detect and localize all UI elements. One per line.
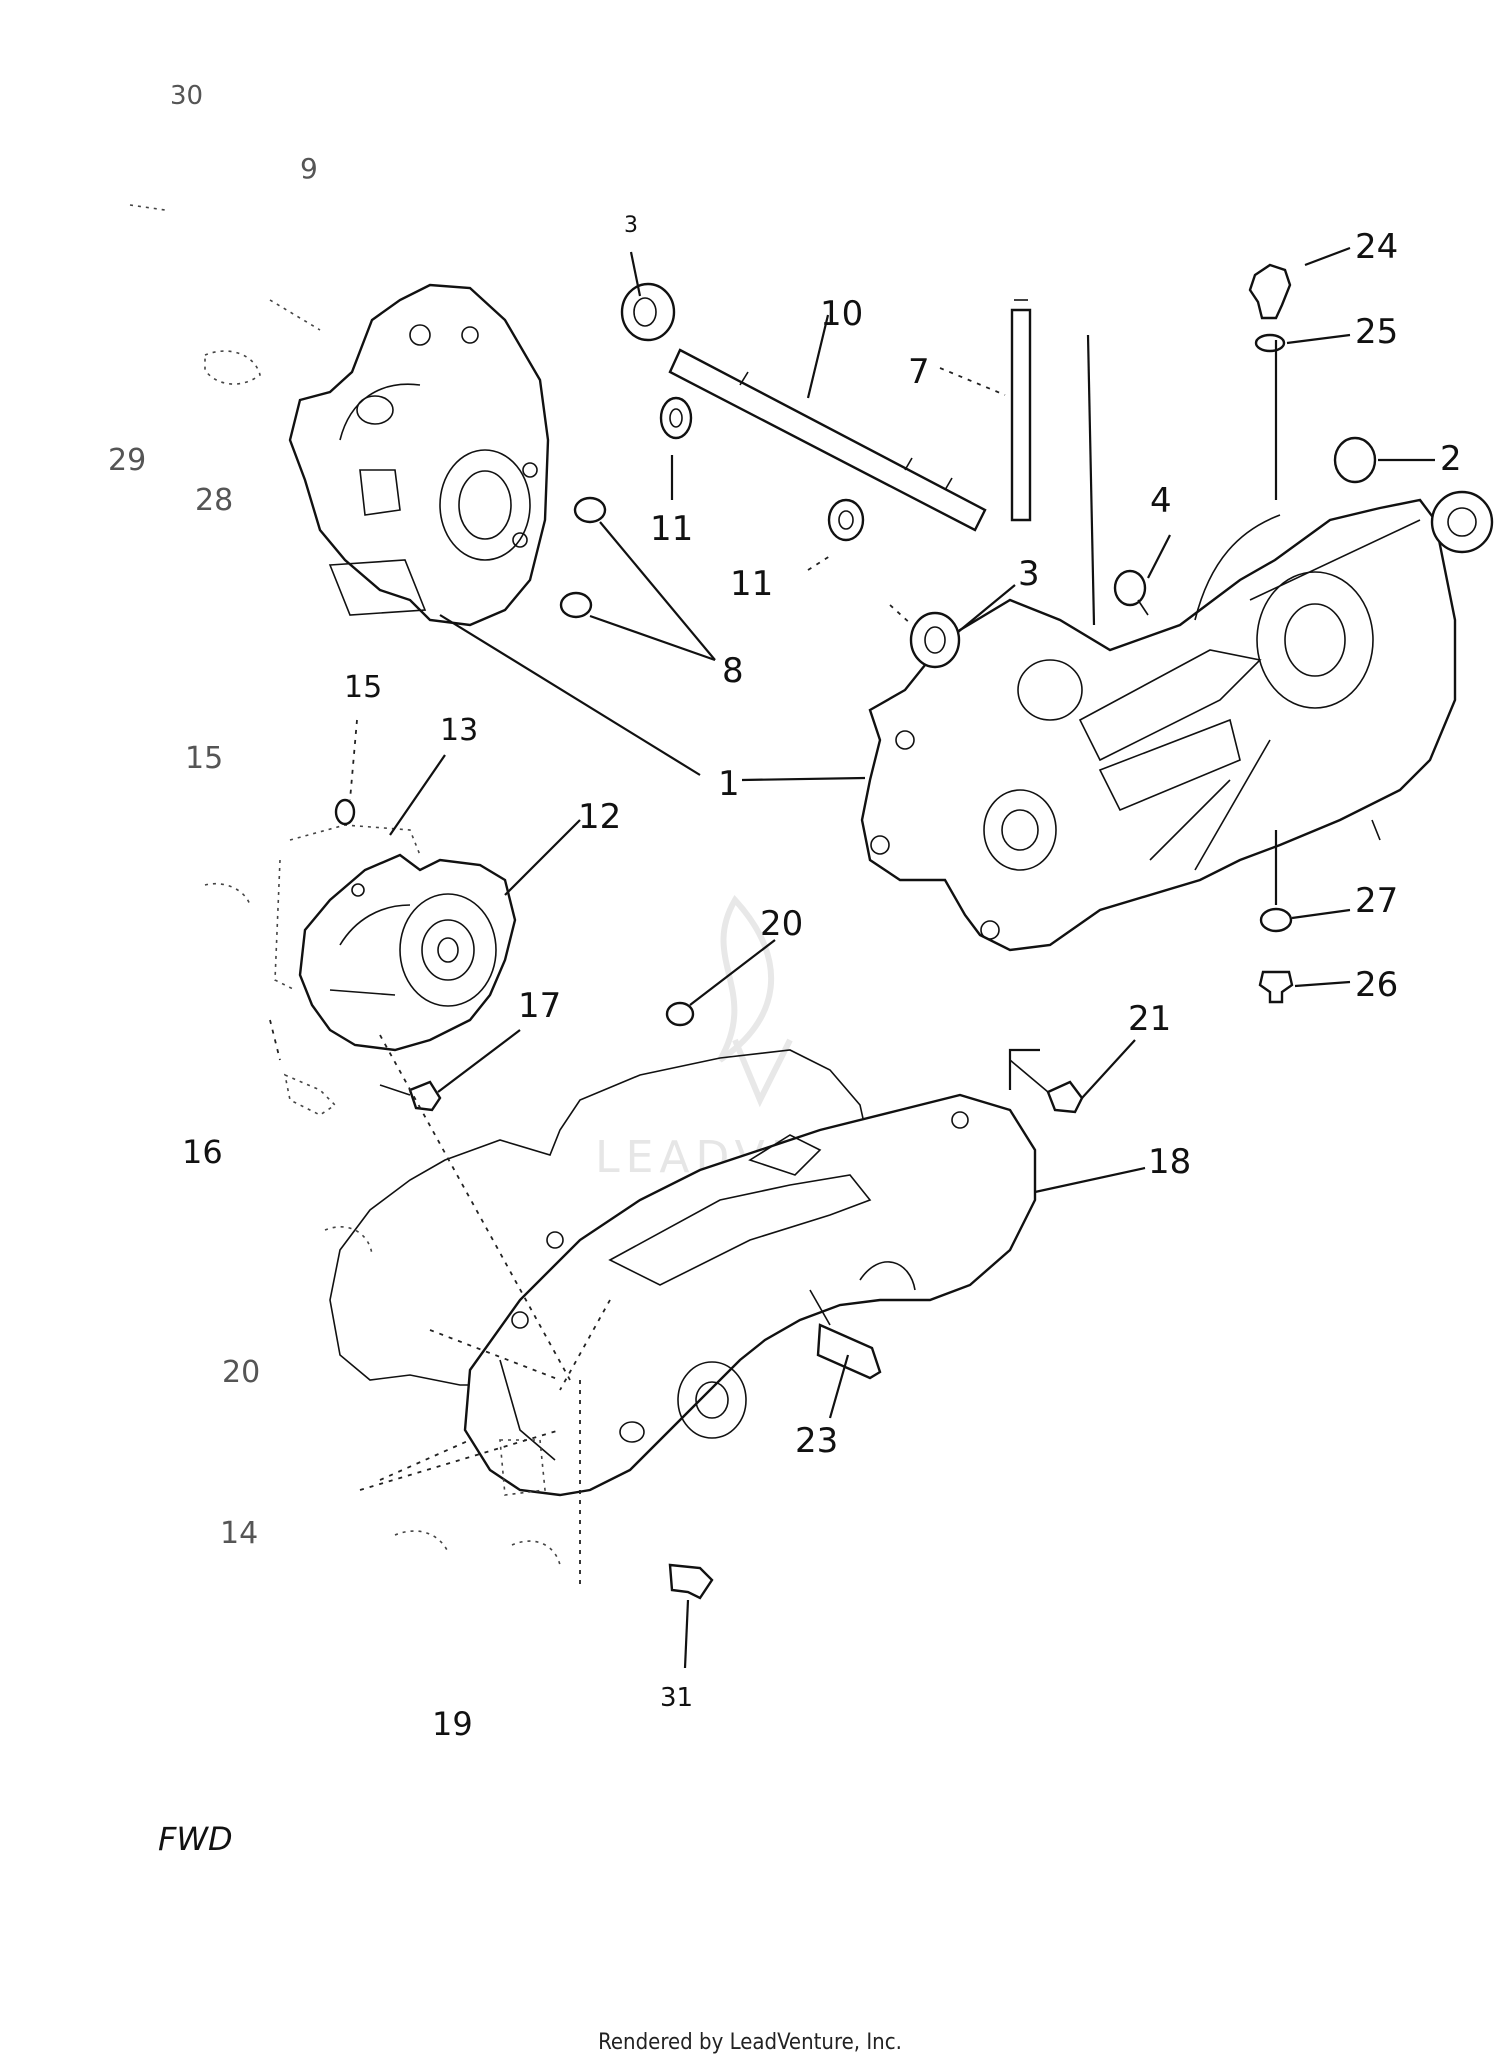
callout-8: 8 <box>722 651 744 691</box>
stud-bolt-7 <box>1010 299 1032 522</box>
callout-13: 13 <box>440 713 478 748</box>
o-ring-25 <box>1254 333 1286 353</box>
left-crankcase <box>269 283 550 627</box>
callout-25: 25 <box>1355 312 1398 352</box>
bushing-2 <box>1333 436 1377 484</box>
callout-19: 19 <box>432 1705 473 1743</box>
bolt-17 <box>379 1080 442 1112</box>
cover-ghost-parts <box>324 1226 561 1566</box>
callout-16: 16 <box>182 1133 223 1171</box>
callout-10: 10 <box>820 294 863 334</box>
oil-seal-11-upper <box>659 396 693 440</box>
oil-seal-11-lower <box>827 498 865 542</box>
callout-numbers: 1 2 3 3 4 7 8 9 10 11 11 12 13 14 15 15 … <box>108 81 1462 1858</box>
callout-11-lower: 11 <box>730 564 773 604</box>
callout-9: 9 <box>300 152 318 185</box>
washer-27 <box>1259 907 1293 933</box>
gasket-13 <box>204 824 421 991</box>
callout-12: 12 <box>578 797 621 837</box>
callout-4: 4 <box>1150 481 1172 521</box>
callout-29: 29 <box>108 443 146 478</box>
callout-27: 27 <box>1355 881 1398 921</box>
callout-28: 28 <box>195 483 233 518</box>
callout-11-upper: 11 <box>650 509 693 549</box>
callout-26: 26 <box>1355 965 1398 1005</box>
callout-20-top: 20 <box>760 904 803 944</box>
bolt-21 <box>1009 1059 1084 1114</box>
callout-3-lower: 3 <box>1018 554 1040 594</box>
callout-15-left: 15 <box>185 741 223 776</box>
shaft-10 <box>668 348 987 532</box>
right-crankcase-stud <box>1086 334 1096 626</box>
callout-23: 23 <box>795 1421 838 1461</box>
watermark-flame-icon <box>717 894 793 1108</box>
collar-4 <box>1113 569 1149 616</box>
bolt-31 <box>668 1563 714 1600</box>
drain-plug-26 <box>1258 970 1294 1004</box>
callout-3-upper: 3 <box>624 213 638 238</box>
callout-21: 21 <box>1128 999 1171 1039</box>
oil-pump-cover-12 <box>298 853 517 1052</box>
breather-nipple-24 <box>1248 263 1292 320</box>
callout-24: 24 <box>1355 227 1398 267</box>
callout-2: 2 <box>1440 439 1462 479</box>
callout-14: 14 <box>220 1516 258 1551</box>
dowel-pin-8-lower <box>559 591 593 619</box>
callout-7: 7 <box>908 352 930 392</box>
leader-lines <box>269 246 1435 1669</box>
callout-15-right: 15 <box>344 670 382 705</box>
callout-31: 31 <box>660 1683 693 1713</box>
bolt-15 <box>334 798 356 826</box>
bolt-16-ghost <box>283 1073 337 1116</box>
bearing-3-upper <box>620 282 676 342</box>
bolt-23 <box>816 1323 882 1380</box>
bearing-3-lower <box>909 611 961 669</box>
callout-17: 17 <box>518 986 561 1026</box>
right-crankcase <box>860 490 1494 952</box>
callout-20-left: 20 <box>222 1355 260 1390</box>
dowel-pin-8-upper <box>573 496 607 524</box>
fwd-direction-label: FWD <box>158 1820 233 1858</box>
render-credit: Rendered by LeadVenture, Inc. <box>598 2030 902 2055</box>
callout-1: 1 <box>718 764 740 804</box>
dowel-pin-20 <box>665 1001 695 1027</box>
callout-18: 18 <box>1148 1142 1191 1182</box>
callout-30: 30 <box>170 81 203 111</box>
left-crankcase-ghost-parts <box>129 204 261 385</box>
